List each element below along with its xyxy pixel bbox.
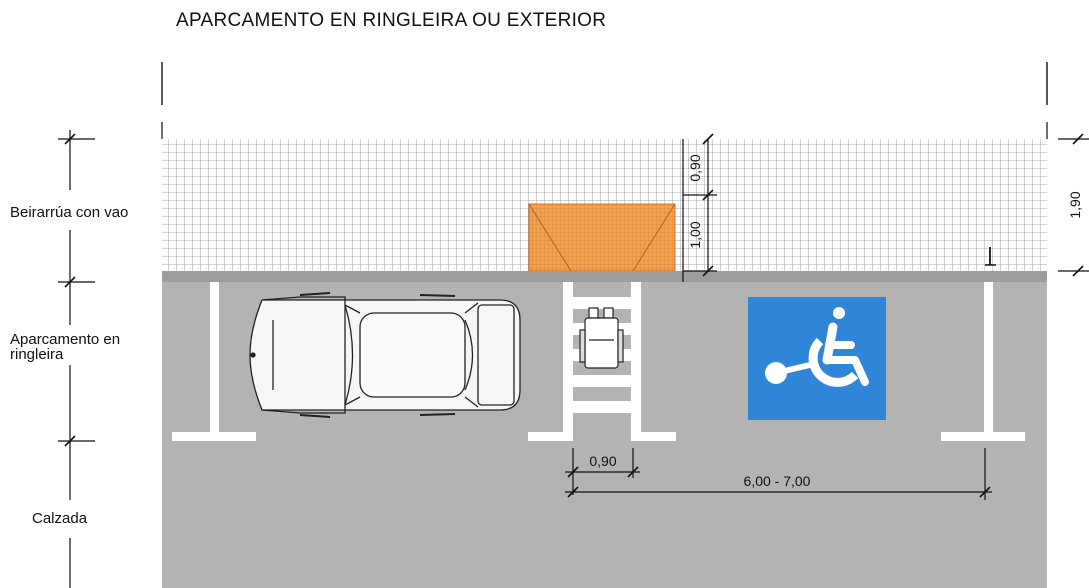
label-parking-line1: Aparcamento en bbox=[10, 331, 121, 348]
wheelchair-topview-icon bbox=[579, 307, 624, 369]
accessible-parking-sign bbox=[748, 297, 886, 420]
page-title: APARCAMENTO EN RINGLEIRA OU EXTERIOR bbox=[176, 10, 607, 31]
label-parking-line2: ringleira bbox=[10, 346, 64, 363]
dim-access-width: 0,90 bbox=[589, 453, 616, 469]
label-sidewalk: Beirarrúa con vao bbox=[10, 204, 129, 221]
wheelchair-icon bbox=[765, 307, 869, 387]
parking-markings bbox=[172, 282, 1025, 441]
car-topview-icon bbox=[249, 292, 521, 418]
curb bbox=[162, 271, 1047, 282]
label-parking: Aparcamento en ringleira bbox=[10, 331, 121, 363]
dim-bay-length: 6,00 - 7,00 bbox=[744, 473, 811, 489]
zone-dimension-line bbox=[58, 130, 95, 588]
curb-ramp bbox=[528, 203, 676, 272]
label-road: Calzada bbox=[32, 510, 88, 527]
dim-upper-strip: 0,90 bbox=[687, 154, 703, 181]
dim-sidewalk-width: 1,90 bbox=[1067, 191, 1083, 218]
dim-ramp-depth: 1,00 bbox=[687, 221, 703, 248]
